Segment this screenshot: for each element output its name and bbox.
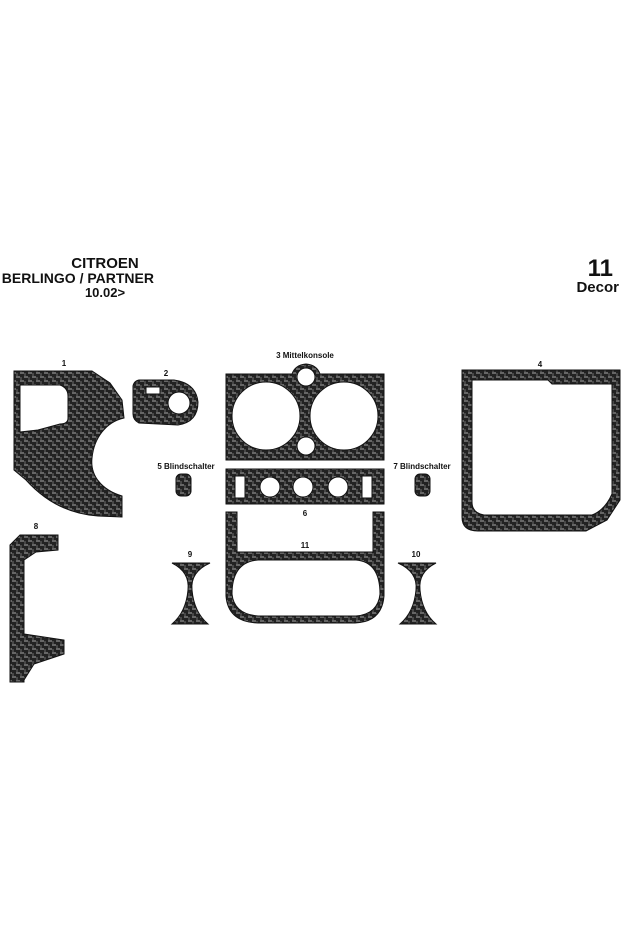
part-8: [9, 534, 65, 683]
label-part-1: 1: [62, 359, 67, 368]
decor-label: Decor: [576, 279, 619, 296]
label-part-4: 4: [538, 360, 543, 369]
label-part-8: 8: [34, 522, 39, 531]
part-9: [170, 562, 211, 625]
brand-title: CITROEN: [71, 255, 139, 272]
part-2: [132, 379, 199, 426]
label-part-2: 2: [164, 369, 169, 378]
model-title: BERLINGO / PARTNER: [1, 270, 154, 286]
label-part-11: 11: [301, 541, 310, 550]
part-11: [225, 511, 385, 624]
piece-count: 11: [587, 255, 613, 282]
label-part-10: 10: [412, 550, 421, 559]
label-part-9: 9: [188, 550, 193, 559]
part-5: [175, 473, 192, 497]
part-6: [225, 468, 385, 505]
part-1: [13, 370, 125, 518]
label-part-6: 6: [303, 509, 308, 518]
label-part-5: 5 Blindschalter: [157, 462, 214, 471]
part-4: [461, 369, 621, 532]
label-part-3: 3 Mittelkonsole: [276, 351, 334, 360]
part-3: [225, 363, 385, 461]
part-7: [414, 473, 431, 497]
year-label: 10.02>: [84, 285, 126, 300]
label-part-7: 7 Blindschalter: [393, 462, 450, 471]
part-10: [397, 562, 438, 625]
